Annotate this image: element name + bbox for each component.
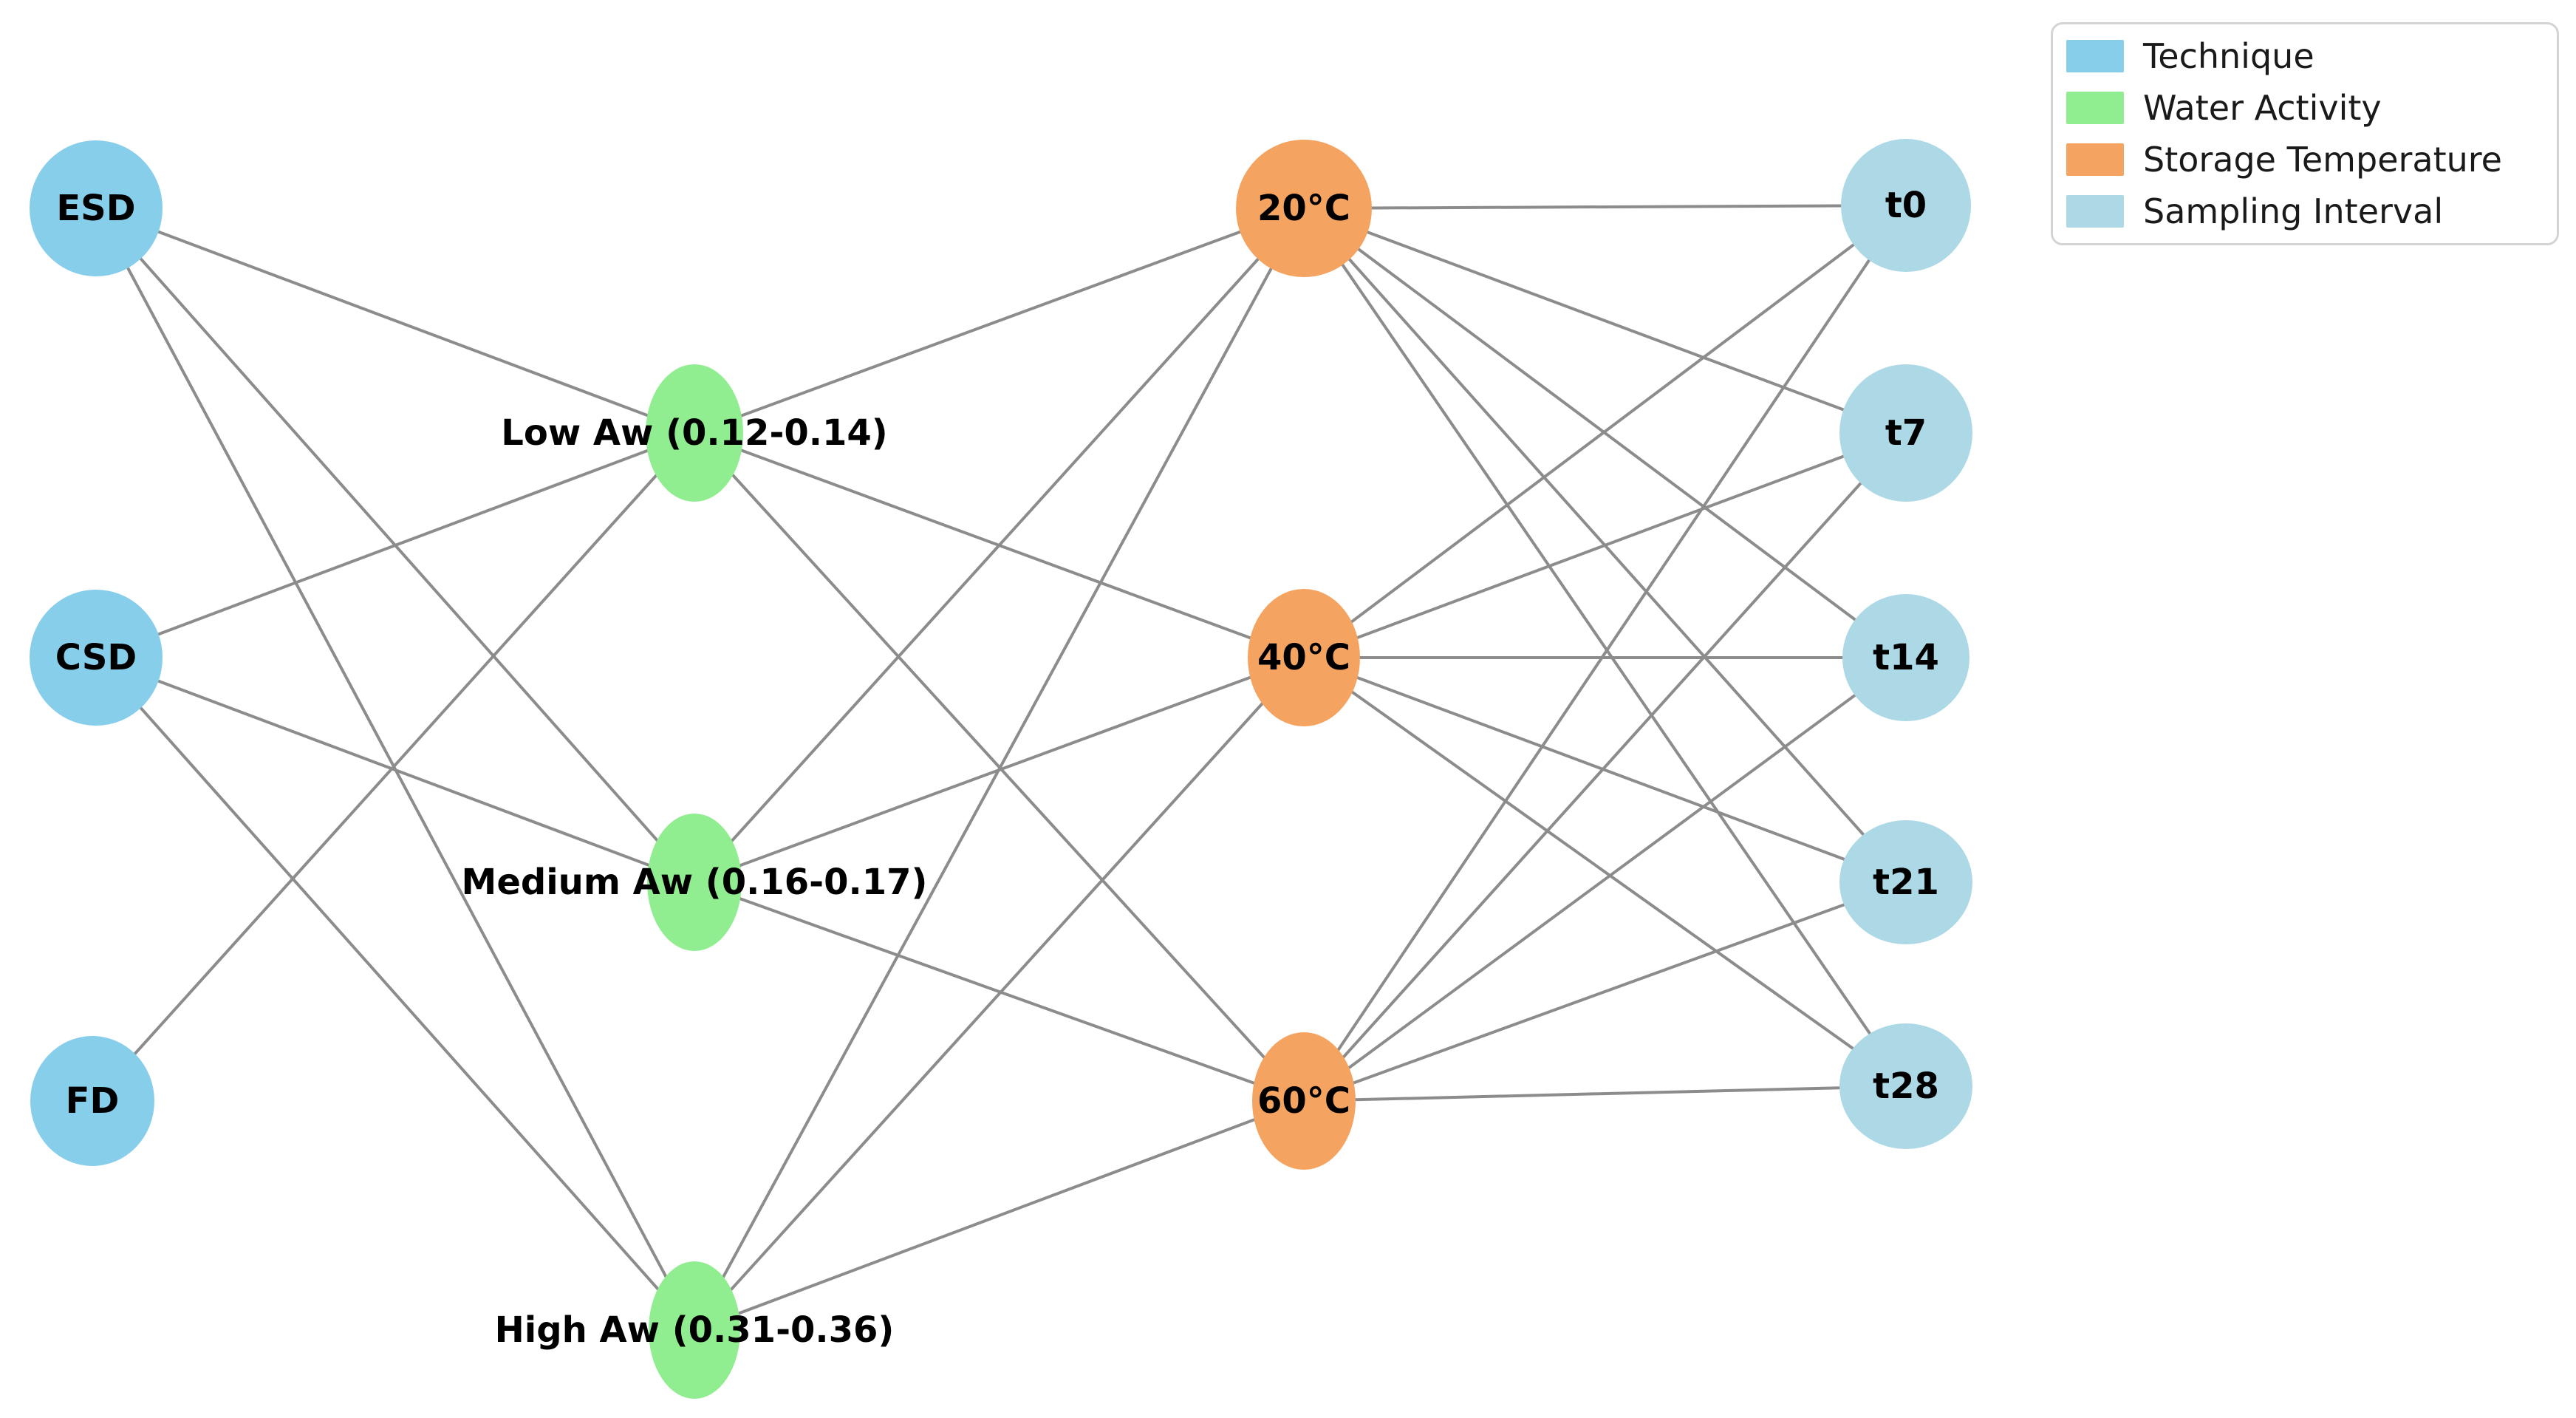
node-label-low-aw: Low Aw (0.12-0.14) bbox=[501, 412, 887, 454]
legend-item: Water Activity bbox=[2066, 82, 2543, 134]
node-label-csd: CSD bbox=[55, 637, 137, 678]
legend-item-label: Technique bbox=[2143, 36, 2314, 76]
legend-swatch-icon bbox=[2066, 40, 2124, 72]
node-t28 bbox=[1839, 1023, 1972, 1149]
edge-csd-low-aw bbox=[95, 432, 695, 659]
node-label-high-aw: High Aw (0.31-0.36) bbox=[495, 1309, 895, 1351]
legend-item-label: Sampling Interval bbox=[2143, 191, 2444, 231]
node-high-aw bbox=[649, 1261, 740, 1399]
edge-temp20-t0 bbox=[1303, 204, 1907, 210]
node-label-fd: FD bbox=[66, 1080, 120, 1122]
edge-esd-low-aw bbox=[95, 207, 695, 434]
legend-swatch-icon bbox=[2066, 195, 2124, 228]
legend-item: Storage Temperature bbox=[2066, 134, 2543, 185]
node-med-aw bbox=[647, 814, 742, 951]
legend-item: Technique bbox=[2066, 30, 2543, 82]
legend-swatch-icon bbox=[2066, 92, 2124, 124]
node-label-t21: t21 bbox=[1873, 862, 1939, 903]
node-temp20 bbox=[1236, 140, 1372, 277]
node-label-t0: t0 bbox=[1885, 185, 1927, 226]
edge-med-aw-temp20 bbox=[693, 207, 1305, 884]
edge-temp40-t21 bbox=[1303, 656, 1907, 884]
node-label-temp60: 60°C bbox=[1257, 1080, 1350, 1122]
edge-temp60-t14 bbox=[1302, 656, 1907, 1102]
edge-temp60-t21 bbox=[1303, 881, 1907, 1102]
edge-csd-med-aw bbox=[95, 656, 695, 884]
edges-layer bbox=[91, 204, 1907, 1332]
edge-temp60-t0 bbox=[1302, 204, 1907, 1102]
edge-low-aw-temp20 bbox=[694, 207, 1305, 434]
edge-high-aw-temp60 bbox=[694, 1100, 1305, 1332]
legend-item-label: Storage Temperature bbox=[2143, 140, 2502, 180]
legend-swatch-icon bbox=[2066, 143, 2124, 176]
node-label-t7: t7 bbox=[1885, 412, 1927, 454]
node-label-t14: t14 bbox=[1873, 637, 1939, 678]
node-label-temp40: 40°C bbox=[1257, 637, 1350, 678]
node-label-med-aw: Medium Aw (0.16-0.17) bbox=[462, 862, 928, 903]
edge-temp60-t7 bbox=[1302, 432, 1907, 1102]
edge-med-aw-temp60 bbox=[694, 881, 1305, 1102]
nodes-layer bbox=[30, 139, 1972, 1399]
legend-item-label: Water Activity bbox=[2143, 88, 2382, 128]
edge-temp20-t7 bbox=[1303, 207, 1907, 434]
node-label-temp20: 20°C bbox=[1257, 188, 1350, 229]
node-esd bbox=[30, 140, 163, 276]
node-t7 bbox=[1839, 364, 1972, 502]
node-low-aw bbox=[646, 364, 743, 502]
node-temp60 bbox=[1252, 1032, 1356, 1170]
legend-item: Sampling Interval bbox=[2066, 185, 2543, 237]
node-t21 bbox=[1839, 820, 1972, 944]
edge-temp60-t28 bbox=[1303, 1085, 1907, 1102]
edge-high-aw-temp20 bbox=[693, 208, 1305, 1331]
edge-temp40-t28 bbox=[1302, 656, 1907, 1088]
node-t14 bbox=[1842, 594, 1969, 721]
edge-temp40-t0 bbox=[1302, 204, 1907, 659]
node-labels-layer: ESD CSD FD Low Aw (0.12-0.14) Medium Aw (0.1… bbox=[55, 185, 1939, 1351]
edge-high-aw-temp40 bbox=[693, 656, 1305, 1332]
edge-csd-high-aw bbox=[95, 656, 696, 1332]
edge-temp20-t28 bbox=[1302, 207, 1907, 1088]
node-temp40 bbox=[1248, 589, 1360, 726]
node-label-t28: t28 bbox=[1873, 1066, 1939, 1107]
node-t0 bbox=[1841, 139, 1971, 272]
node-label-esd: ESD bbox=[56, 188, 135, 229]
node-fd bbox=[30, 1036, 154, 1166]
edge-fd-low-aw bbox=[91, 432, 696, 1102]
edge-temp40-t7 bbox=[1303, 432, 1907, 659]
node-csd bbox=[30, 590, 163, 726]
